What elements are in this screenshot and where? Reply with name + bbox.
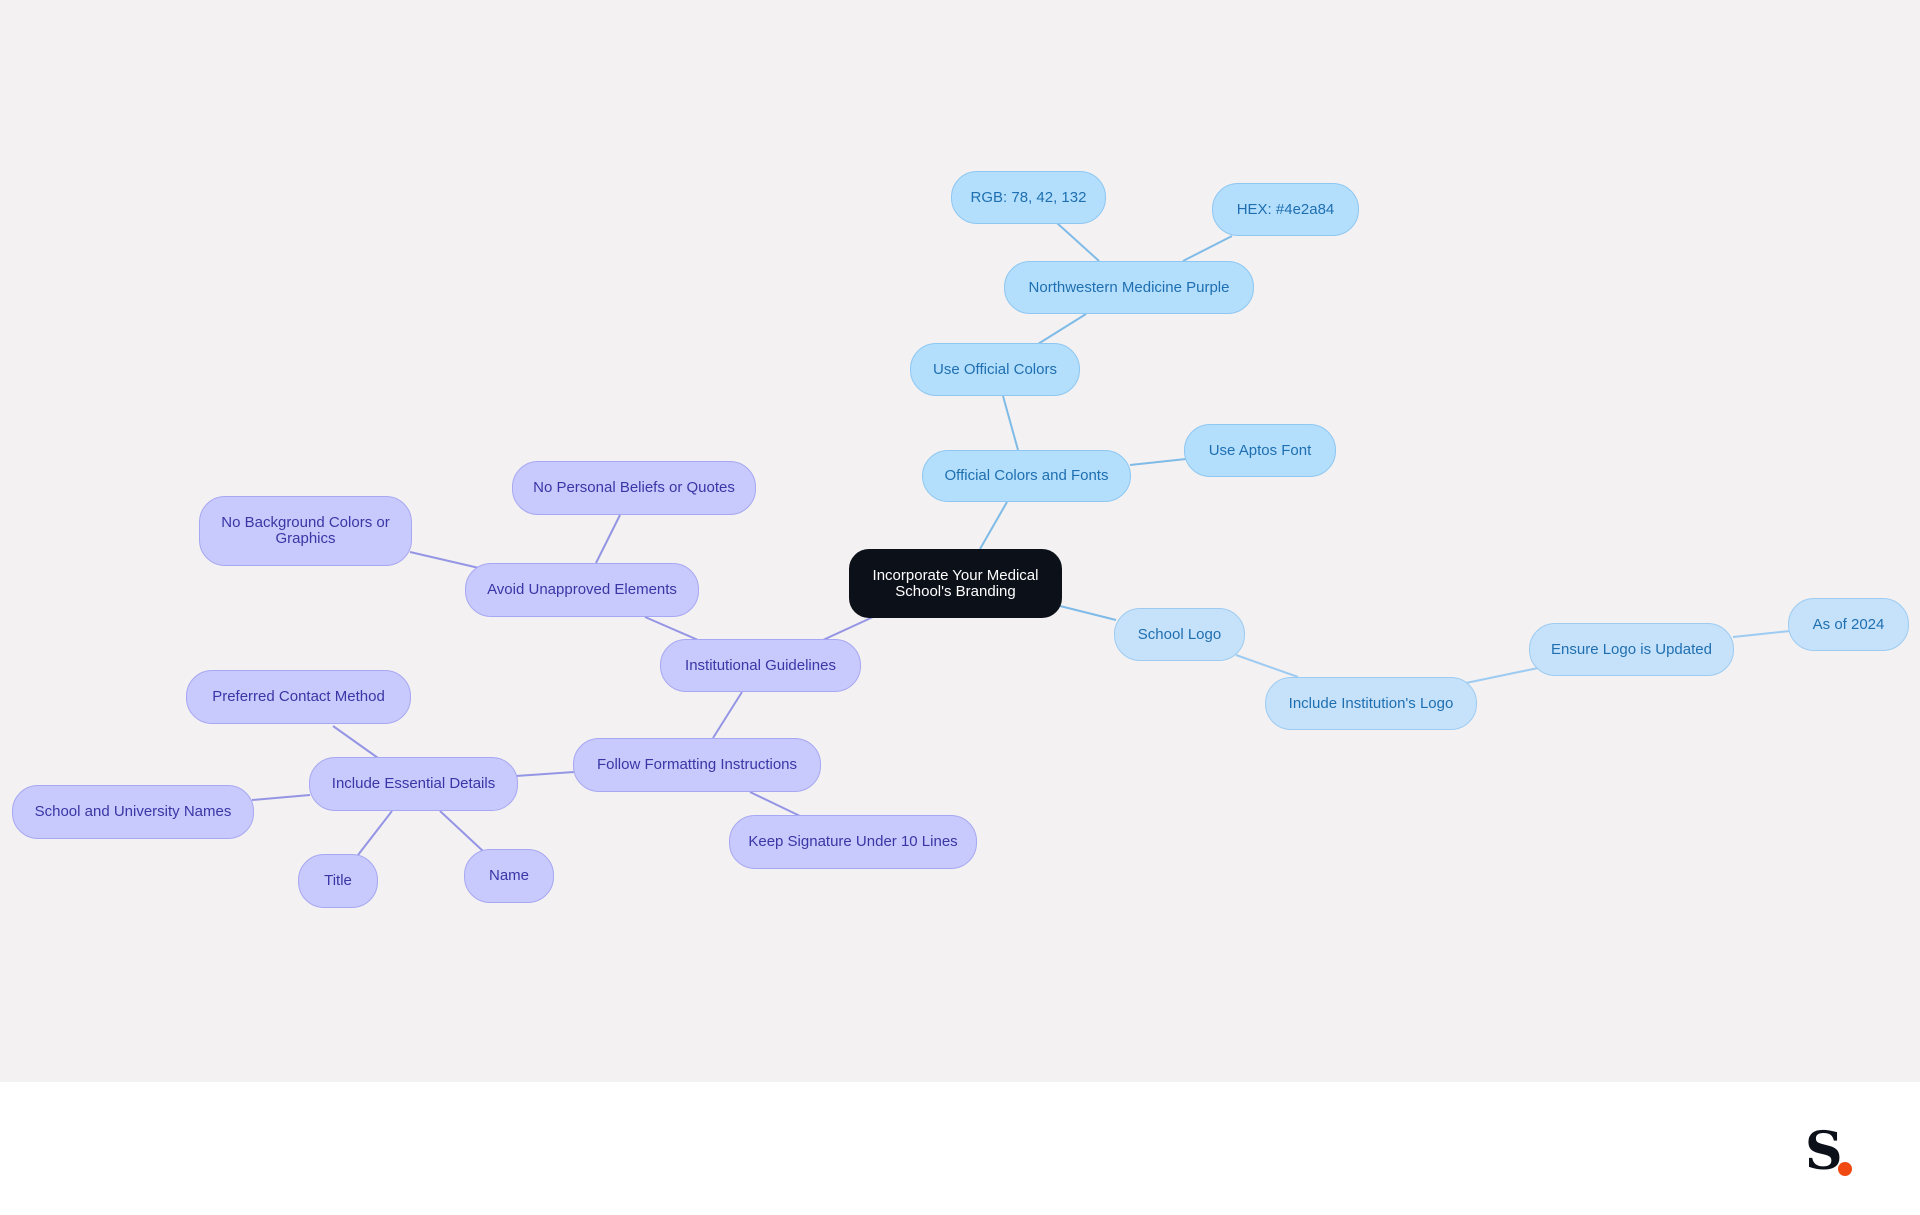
node-as-of-2024[interactable]: As of 2024 — [1788, 598, 1909, 651]
edge-essential-preferred — [332, 725, 379, 759]
edge-ensure-asof — [1732, 630, 1791, 638]
node-preferred-contact[interactable]: Preferred Contact Method — [186, 670, 411, 724]
footer — [0, 1082, 1920, 1215]
edge-avoid-nobackground — [409, 551, 480, 569]
node-avoid-unapproved[interactable]: Avoid Unapproved Elements — [465, 563, 699, 617]
edge-northwestern-hex — [1182, 235, 1233, 262]
edge-essential-school — [251, 794, 311, 801]
node-use-official-colors[interactable]: Use Official Colors — [910, 343, 1080, 396]
node-name[interactable]: Name — [464, 849, 554, 903]
node-keep-signature[interactable]: Keep Signature Under 10 Lines — [729, 815, 977, 869]
edge-official-usecolors — [1002, 395, 1019, 451]
edge-include-ensure — [1465, 667, 1539, 684]
node-rgb[interactable]: RGB: 78, 42, 132 — [951, 171, 1106, 224]
brand-logo[interactable]: S — [1805, 1121, 1843, 1182]
node-official-colors-fonts[interactable]: Official Colors and Fonts — [922, 450, 1131, 502]
edge-northwestern-rgb — [1056, 222, 1100, 262]
node-use-aptos-font[interactable]: Use Aptos Font — [1184, 424, 1336, 477]
edge-root-official — [979, 501, 1008, 550]
brand-logo-dot — [1838, 1162, 1852, 1176]
node-no-personal-beliefs[interactable]: No Personal Beliefs or Quotes — [512, 461, 756, 515]
edge-essential-title — [357, 810, 393, 856]
edge-follow-essential — [515, 771, 575, 777]
node-ensure-logo-updated[interactable]: Ensure Logo is Updated — [1529, 623, 1734, 676]
node-include-institution-logo[interactable]: Include Institution's Logo — [1265, 677, 1477, 730]
node-northwestern-purple[interactable]: Northwestern Medicine Purple — [1004, 261, 1254, 314]
edge-root-schoollogo — [1059, 605, 1117, 621]
edge-follow-keep — [749, 791, 801, 817]
root-node[interactable]: Incorporate Your Medical School's Brandi… — [849, 549, 1062, 618]
edge-avoid-nopersonal — [595, 514, 621, 564]
edge-institutional-follow — [712, 691, 743, 739]
node-include-essential[interactable]: Include Essential Details — [309, 757, 518, 811]
node-institutional-guidelines[interactable]: Institutional Guidelines — [660, 639, 861, 692]
edge-usecolors-northwestern — [1037, 313, 1087, 345]
edge-root-institutional — [822, 616, 874, 641]
edge-institutional-avoid — [644, 616, 699, 641]
node-school-logo[interactable]: School Logo — [1114, 608, 1245, 661]
node-hex[interactable]: HEX: #4e2a84 — [1212, 183, 1359, 236]
mindmap-canvas: Incorporate Your Medical School's Brandi… — [0, 0, 1920, 1082]
edge-essential-name — [439, 810, 485, 853]
edge-schoollogo-include — [1235, 654, 1299, 678]
node-no-background[interactable]: No Background Colors or Graphics — [199, 496, 412, 566]
node-school-university-names[interactable]: School and University Names — [12, 785, 254, 839]
node-follow-formatting[interactable]: Follow Formatting Instructions — [573, 738, 821, 792]
mindmap-edges — [251, 222, 1791, 856]
node-title[interactable]: Title — [298, 854, 378, 908]
edge-official-aptos — [1129, 458, 1187, 466]
